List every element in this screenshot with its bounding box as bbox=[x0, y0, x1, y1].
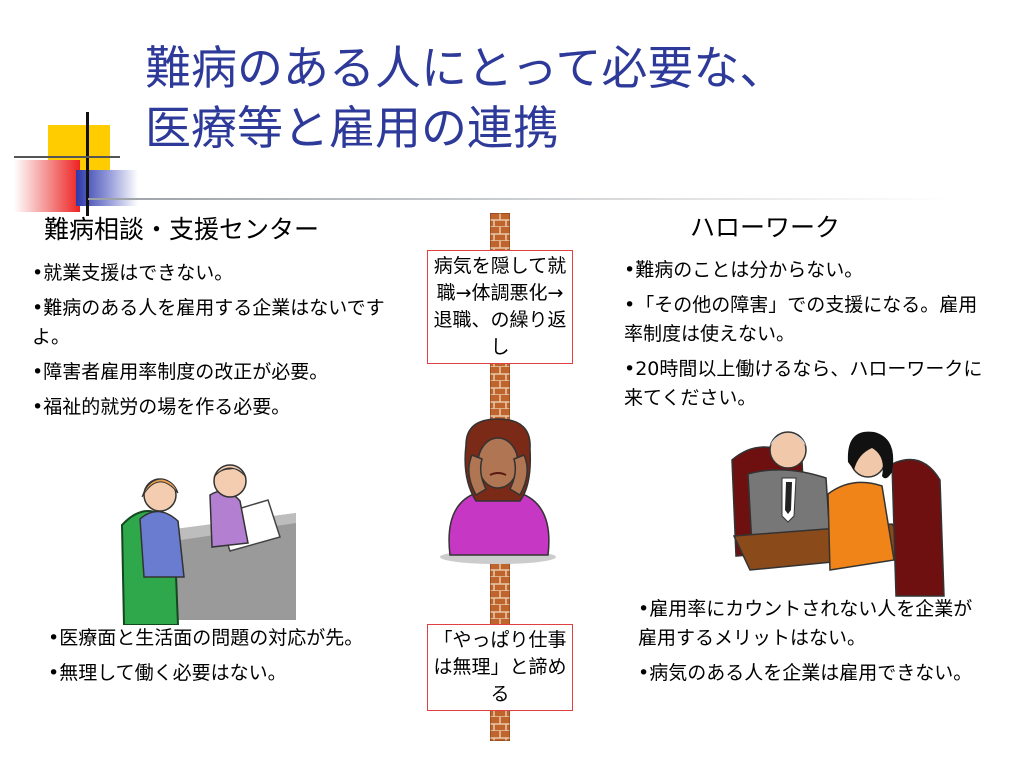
title-line-1: 難病のある人にとって必要な、 bbox=[145, 41, 786, 95]
title-divider bbox=[88, 198, 948, 200]
logo-line-horizontal bbox=[14, 156, 120, 158]
box-hide-illness: 病気を隠して就職→体調悪化→退職、の繰り返し bbox=[427, 250, 573, 364]
slide-title: 難病のある人にとって必要な、 医療等と雇用の連携 bbox=[145, 38, 1005, 158]
bullet-item: •「その他の障害」での支援になる。雇用率制度は使えない。 bbox=[624, 294, 978, 345]
bullet-item: •福祉的就労の場を作る必要。 bbox=[32, 396, 291, 418]
left-bullets-top: •就業支援はできない。 •難病のある人を雇用する企業はないですよ。 •障害者雇用… bbox=[32, 259, 394, 428]
bullet-item: •障害者雇用率制度の改正が必要。 bbox=[32, 361, 329, 383]
title-line-2: 医療等と雇用の連携 bbox=[145, 101, 559, 155]
counseling-clipart bbox=[118, 455, 298, 629]
logo-square-red bbox=[14, 160, 80, 212]
bullet-item: •就業支援はできない。 bbox=[32, 262, 234, 284]
right-bullets-top: •難病のことは分からない。 •「その他の障害」での支援になる。雇用率制度は使えな… bbox=[624, 256, 984, 419]
left-bullets-bottom: •医療面と生活面の問題の対応が先。 •無理して働く必要はない。 bbox=[48, 624, 396, 694]
bullet-item: •医療面と生活面の問題の対応が先。 bbox=[48, 627, 364, 649]
logo-line-vertical bbox=[86, 112, 89, 216]
right-heading: ハローワーク bbox=[690, 213, 841, 242]
right-bullets-bottom: •雇用率にカウントされない人を企業が雇用するメリットはない。 •病気のある人を企… bbox=[638, 595, 988, 694]
bullet-item: •難病のことは分からない。 bbox=[624, 259, 864, 281]
bullet-item: •20時間以上働けるなら、ハローワークに来てください。 bbox=[624, 358, 983, 409]
bullet-item: •無理して働く必要はない。 bbox=[48, 662, 287, 684]
bullet-item: •病気のある人を企業は雇用できない。 bbox=[638, 662, 973, 684]
left-heading: 難病相談・支援センター bbox=[44, 215, 320, 244]
bullet-item: •難病のある人を雇用する企業はないですよ。 bbox=[32, 297, 385, 348]
bullet-item: •雇用率にカウントされない人を企業が雇用するメリットはない。 bbox=[638, 598, 973, 649]
box-give-up-work: 「やっぱり仕事は無理」と諦める bbox=[427, 624, 573, 711]
worried-woman-clipart bbox=[436, 415, 560, 569]
job-interview-clipart bbox=[722, 420, 950, 602]
